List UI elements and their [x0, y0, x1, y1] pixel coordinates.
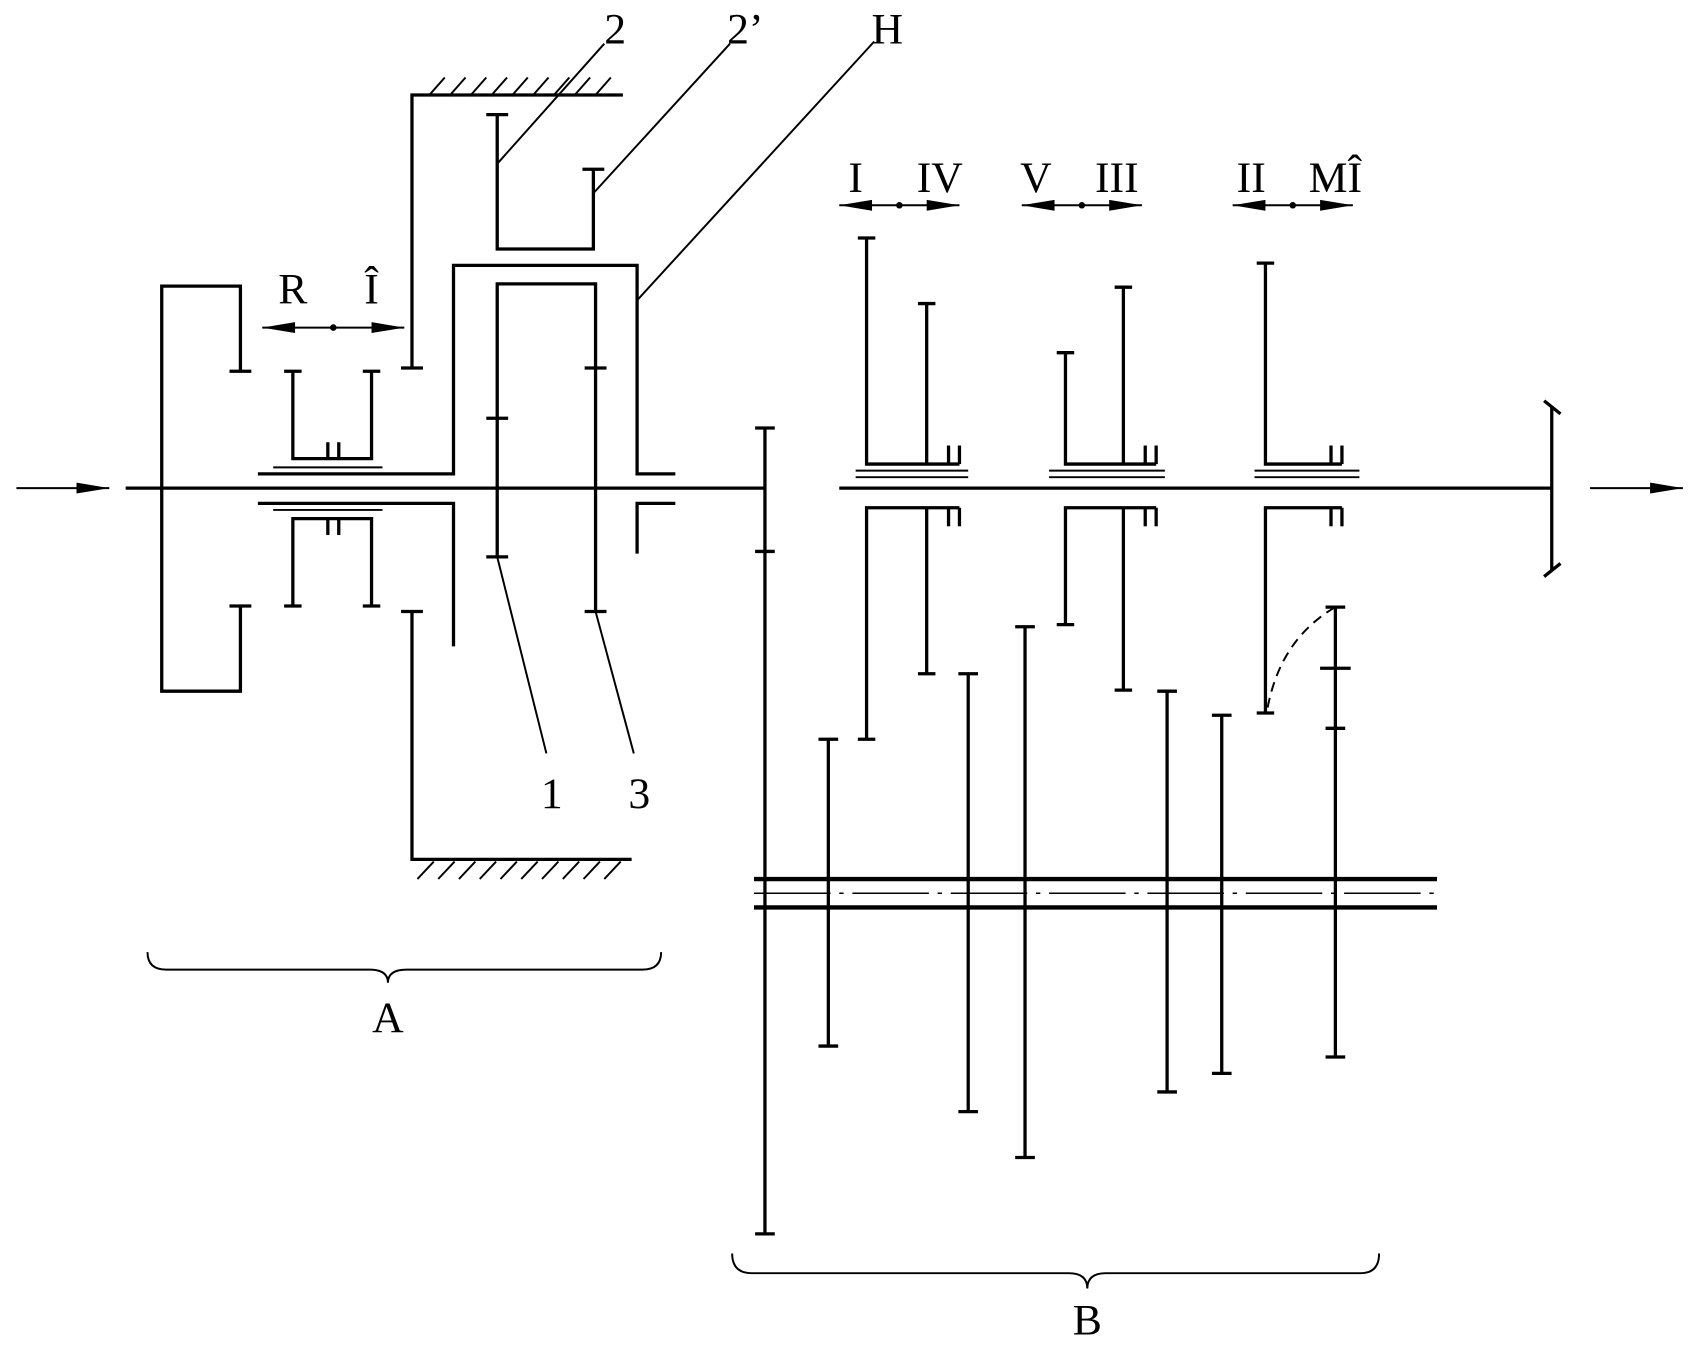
clutch-drum	[160, 284, 252, 693]
housing-lower-hatch-1	[437, 860, 456, 880]
output-flange-bottom-bevel	[1543, 562, 1562, 578]
gear-pair-I-IV-left-gear-upper	[864, 238, 960, 466]
housing-lower-hatch-6	[541, 860, 560, 880]
gear-pair-V-III-shifter-arrow-right	[1109, 199, 1142, 211]
housing-upper-hatch-0	[427, 76, 446, 97]
transfer-gear	[755, 426, 775, 1236]
planet-gear-2-2prime	[495, 114, 596, 251]
housing-lower-hatch-0	[416, 860, 435, 880]
leader-lines	[496, 40, 875, 754]
gears-1-3	[486, 282, 607, 614]
gear-pair-V-III-shifter-pivot-dot	[1078, 202, 1086, 209]
range-shifter-arrow-right	[371, 322, 405, 334]
label-shift-1-right: IV	[917, 154, 964, 202]
housing-lower-hatch-2	[458, 860, 477, 880]
carrier-h-lower-left	[257, 501, 456, 647]
housing-upper-hatch-1	[448, 76, 467, 97]
housing-upper-hatch-5	[531, 76, 550, 97]
housing-lower-hatch-7	[562, 860, 580, 880]
gear-pair-II-MI-left-gear-lower	[1263, 506, 1342, 714]
input-arrow-head	[76, 482, 110, 494]
leader-2-prime	[592, 43, 731, 194]
gear-pair-I-IV-shifter-arrow-left	[839, 199, 873, 211]
leader-3	[594, 611, 635, 754]
label-range-right: Î	[364, 265, 379, 314]
countershaft	[754, 605, 1438, 1160]
leader-h	[636, 40, 875, 301]
gear-pair-II-MI-shifter-pivot-dot	[1289, 202, 1297, 209]
brace-group-b	[731, 1253, 1381, 1289]
carrier-h-upper	[257, 263, 676, 476]
range-sliding-gear	[262, 322, 405, 608]
label-shift-2-right: III	[1095, 154, 1139, 202]
housing-lower-hatch-5	[520, 860, 539, 880]
planet-gears	[486, 113, 605, 251]
output-flange-top-bevel	[1543, 399, 1562, 416]
label-planet-gear-2-prime: 2’	[727, 6, 763, 54]
gear-pair-II-MI-left-gear-upper	[1263, 263, 1342, 466]
range-shifter-pivot-dot	[330, 324, 337, 331]
output-flange	[1543, 399, 1562, 578]
housing-lower	[410, 611, 632, 861]
gear-pair-V-III	[1021, 199, 1165, 692]
gear-1-3-block	[495, 282, 598, 612]
gear-pair-I-IV-shifter-arrow-right	[926, 199, 960, 211]
label-planet-gear-2: 2	[604, 6, 626, 54]
carrier-h-lower-right	[635, 501, 676, 554]
range-gear-lower	[291, 517, 374, 607]
gear-pair-I-IV-left-gear-lower	[864, 506, 960, 740]
gear-pair-I-IV	[839, 199, 969, 741]
housing-upper	[410, 93, 623, 368]
housing-lower-hatch-3	[479, 860, 497, 880]
label-gear-3: 3	[628, 770, 650, 818]
gear-pair-II-MI-shifter-arrow-right	[1320, 199, 1353, 211]
label-shift-3-left: II	[1237, 154, 1266, 202]
gear-pair-II-MI	[1232, 199, 1360, 715]
housing-lower-hatch-8	[582, 860, 601, 880]
label-range-left: R	[278, 266, 308, 314]
gear-pair-II-MI-shifter-arrow-left	[1232, 199, 1266, 211]
leader-2	[496, 43, 606, 165]
housing	[401, 76, 632, 880]
labels: 2 2’ H R Î I IV V III II MÎ 1 3 A B	[278, 6, 1362, 1345]
housing-upper-hatch-6	[552, 76, 571, 97]
housing-lower-hatch-4	[499, 860, 518, 880]
housing-upper-hatch-8	[593, 76, 612, 97]
housing-upper-hatch-7	[572, 76, 591, 97]
housing-upper-hatch-4	[510, 76, 529, 97]
gear-pair-I-IV-shifter-pivot-dot	[896, 202, 903, 209]
label-gear-1: 1	[541, 770, 563, 818]
label-group-a: A	[372, 994, 404, 1042]
label-shift-1-left: I	[848, 154, 863, 202]
range-gear-upper	[291, 371, 374, 461]
output-arrow-head	[1650, 482, 1683, 494]
housing-upper-hatch-3	[489, 76, 508, 97]
housing-lower-hatch-9	[603, 860, 622, 880]
gear-pair-V-III-shifter-arrow-left	[1021, 199, 1055, 211]
label-group-b: B	[1073, 1296, 1102, 1344]
leader-1	[496, 556, 548, 754]
label-carrier-h: H	[872, 6, 904, 54]
mechanism-drawing	[16, 40, 1683, 1289]
range-shifter-arrow-left	[262, 322, 296, 334]
gear-pair-V-III-left-gear-lower	[1063, 506, 1157, 625]
label-shift-2-left: V	[1020, 154, 1052, 202]
clutch-drum-outline	[160, 284, 243, 693]
gear-pair-V-III-left-gear-upper	[1063, 352, 1157, 466]
reverse-engagement-dashed-curve	[1266, 606, 1336, 708]
brace-group-a	[146, 952, 663, 983]
housing-upper-hatch-2	[469, 76, 488, 97]
shafts-and-flow-arrows	[16, 482, 1683, 494]
label-shift-3-right: MÎ	[1309, 153, 1363, 202]
carrier-h	[257, 263, 676, 647]
group-braces	[146, 952, 1381, 1289]
